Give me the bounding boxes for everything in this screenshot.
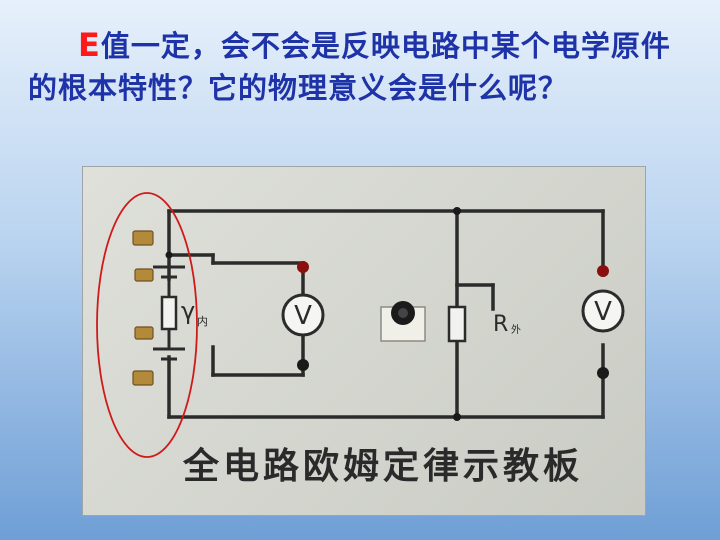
external-r-label: R: [493, 312, 508, 337]
heading-text: 值一定，会不会是反映电路中某个电学原件的根本特性？它的物理意义会是什么呢？: [28, 29, 671, 105]
circuit-diagram: V V γ 内 R 外: [96, 192, 625, 458]
voltmeter-2-label: V: [594, 297, 612, 327]
board-title: 全电路欧姆定律示教板: [183, 446, 584, 487]
highlight-letter: E: [78, 26, 101, 64]
internal-r-sub: 内: [197, 314, 208, 328]
slide-heading: E值一定，会不会是反映电路中某个电学原件的根本特性？它的物理意义会是什么呢？: [28, 24, 688, 109]
internal-r-label: γ: [181, 297, 195, 325]
circuit-board-photo: V V γ 内 R 外 全电路欧姆定律示教板: [82, 166, 646, 516]
external-r-sub: 外: [511, 324, 521, 336]
voltmeter-1-label: V: [294, 301, 312, 331]
